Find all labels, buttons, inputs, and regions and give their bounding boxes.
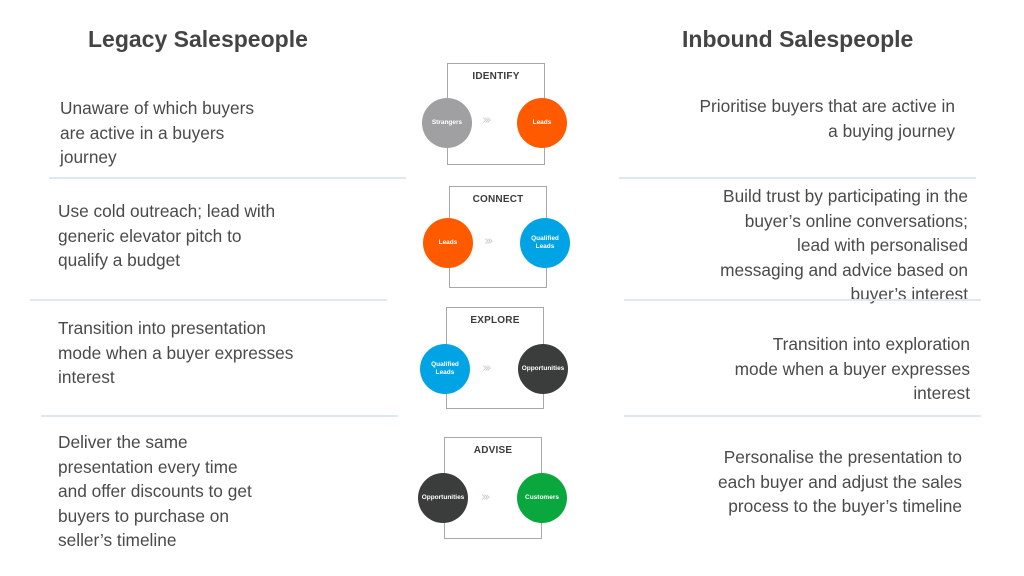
stage-label: IDENTIFY <box>472 71 520 82</box>
legacy-text-advise: Deliver the same presentation every time… <box>58 432 252 550</box>
divider-left-1 <box>49 177 406 179</box>
stage-label: CONNECT <box>472 194 524 205</box>
circle-label: Leads <box>438 239 458 246</box>
inbound-text-advise: Personalise the presentation to each buy… <box>717 447 962 516</box>
stage-advise-to-circle: Customers <box>517 473 567 523</box>
inbound-salespeople-title: Inbound Salespeople <box>682 26 914 52</box>
circle-label: Opportunities <box>521 365 565 372</box>
divider-right-3 <box>624 415 981 417</box>
stage-label: ADVISE <box>473 445 513 456</box>
chevrons-icon: ››› <box>482 361 491 376</box>
circle-label: Qualified Leads <box>531 235 559 250</box>
chevrons-icon: ››› <box>482 113 491 128</box>
stage-label: EXPLORE <box>470 315 520 326</box>
legacy-text-identify: Unaware of which buyers are active in a … <box>60 98 255 167</box>
stage-connect-to-circle: Qualified Leads <box>520 218 570 268</box>
stage-identify-from-circle: Strangers <box>422 98 472 148</box>
legacy-text-explore: Transition into presentation mode when a… <box>58 318 294 387</box>
circle-label: Customers <box>525 494 559 501</box>
divider-right-2 <box>624 299 981 301</box>
legacy-text-connect: Use cold outreach; lead with generic ele… <box>58 201 276 270</box>
stage-identify-to-circle: Leads <box>517 98 567 148</box>
stage-explore-to-circle: Opportunities <box>518 344 568 394</box>
inbound-text-explore: Transition into exploration mode when a … <box>734 334 970 403</box>
stage-connect-from-circle: Leads <box>423 218 473 268</box>
inbound-text-connect: Build trust by participating in the buye… <box>720 186 968 304</box>
circle-label: Strangers <box>431 119 463 126</box>
inbound-text-identify: Prioritise buyers that are active in a b… <box>699 96 956 141</box>
divider-left-3 <box>41 415 398 417</box>
circle-label: Opportunities <box>421 494 465 501</box>
circle-label: Qualified Leads <box>431 361 459 376</box>
chevrons-icon: ››› <box>484 234 493 249</box>
legacy-salespeople-title: Legacy Salespeople <box>88 26 308 52</box>
divider-right-1 <box>619 177 976 179</box>
stage-explore-from-circle: Qualified Leads <box>420 344 470 394</box>
circle-label: Leads <box>532 119 552 126</box>
chevrons-icon: ››› <box>481 490 490 505</box>
stage-advise-from-circle: Opportunities <box>418 473 468 523</box>
divider-left-2 <box>30 299 387 301</box>
